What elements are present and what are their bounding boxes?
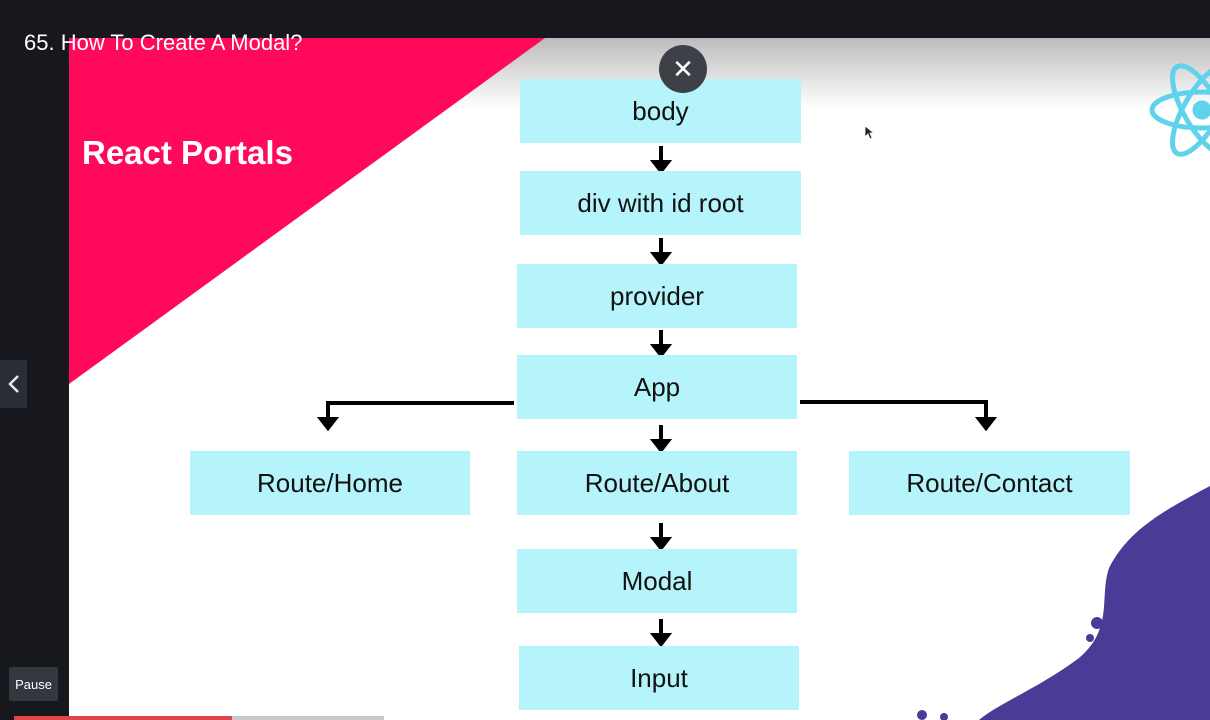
react-logo-icon: [1149, 63, 1210, 157]
node-label: Modal: [621, 565, 693, 596]
node-label: body: [632, 95, 689, 126]
video-title: 65. How To Create A Modal?: [24, 30, 303, 55]
diagram-node-route-contact: Route/Contact: [849, 451, 1130, 515]
progress-bar[interactable]: [14, 716, 384, 720]
diagram-node-input: Input: [519, 646, 799, 710]
purple-dot: [917, 710, 927, 720]
node-label: Route/Contact: [906, 467, 1073, 498]
diagram-node-app: App: [517, 355, 797, 419]
close-icon: ✕: [672, 53, 694, 84]
slide-graphics: [69, 38, 1210, 720]
purple-dot: [1086, 634, 1094, 642]
node-label: Input: [630, 662, 688, 693]
diagram-arrows: [316, 146, 998, 648]
pause-button[interactable]: Pause: [9, 667, 58, 701]
slide: React Portals body div with id root prov…: [69, 38, 1210, 720]
chevron-left-icon: [7, 375, 19, 393]
progress-fill: [14, 716, 233, 720]
diagram-node-modal: Modal: [517, 549, 797, 613]
diagram-node-body: body: [520, 79, 801, 143]
previous-button[interactable]: [0, 360, 27, 408]
pink-triangle: [69, 38, 545, 384]
video-top-bar: [0, 0, 1210, 38]
diagram-node-root: div with id root: [520, 171, 801, 235]
pause-label: Pause: [15, 676, 52, 692]
mouse-cursor-icon: [865, 126, 875, 140]
node-label: div with id root: [577, 187, 744, 218]
purple-dot: [940, 713, 948, 720]
purple-dot: [1091, 617, 1103, 629]
node-label: Route/Home: [257, 467, 403, 498]
slide-title: React Portals: [82, 134, 293, 171]
diagram-node-route-home: Route/Home: [190, 451, 470, 515]
node-label: Route/About: [584, 467, 730, 498]
purple-blob: [979, 486, 1210, 720]
node-label: provider: [610, 280, 704, 311]
node-label: App: [633, 371, 681, 402]
close-button[interactable]: ✕: [659, 45, 707, 93]
diagram-node-provider: provider: [517, 264, 797, 328]
diagram-node-route-about: Route/About: [517, 451, 797, 515]
